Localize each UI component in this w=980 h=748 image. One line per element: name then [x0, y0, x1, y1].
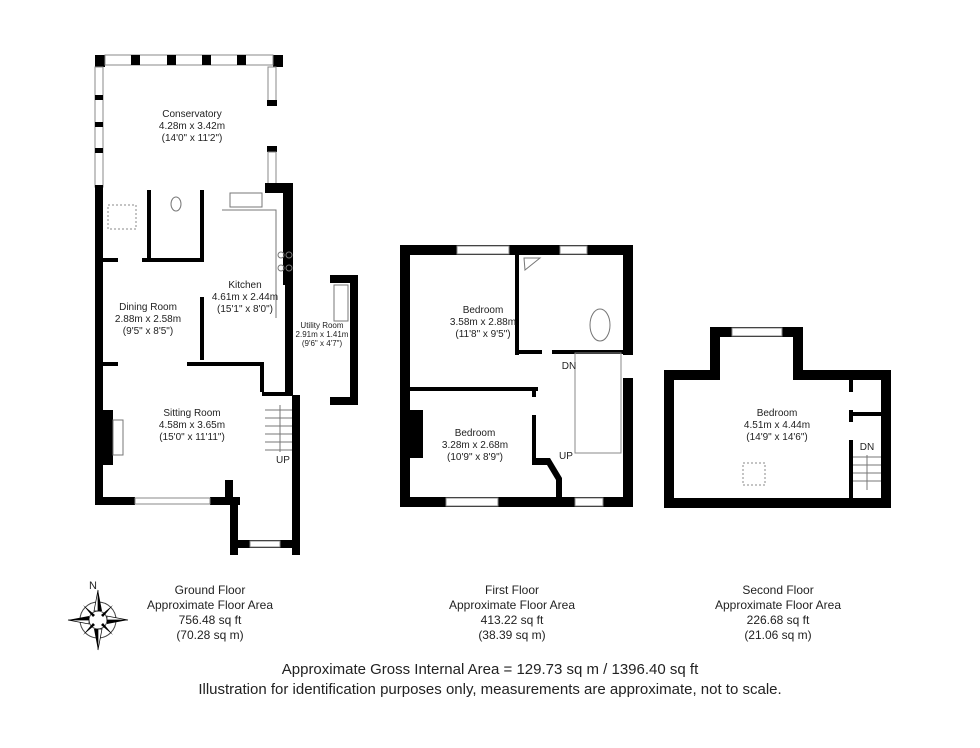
room-name: Utility Room — [300, 321, 344, 330]
room-size-imperial: (14'0" x 11'2") — [161, 133, 223, 144]
room-name: Bedroom — [454, 428, 496, 439]
room-size-imperial: (15'1" x 8'0") — [217, 304, 273, 315]
room-size-metric: 4.58m x 3.65m — [158, 420, 226, 431]
room-label-conservatory: Conservatory 4.28m x 3.42m (14'0" x 11'2… — [159, 109, 225, 145]
first-floor-walls — [400, 245, 633, 507]
room-size-metric: 2.91m x 1.41m — [295, 330, 349, 339]
room-size-imperial: (9'6" x 4'7") — [301, 339, 343, 348]
floor-title: Ground Floor — [174, 583, 246, 597]
room-size-imperial: (15'0" x 11'11") — [159, 432, 225, 443]
stair-up-label: UP — [276, 455, 290, 466]
room-label-bedroom-1: Bedroom 3.58m x 2.88m (11'8" x 9'5") — [450, 305, 516, 341]
area-sq-ft: 413.22 sq ft — [480, 613, 544, 627]
room-size-metric: 3.28m x 2.68m — [441, 440, 509, 451]
area-sq-m: (70.28 sq m) — [176, 628, 244, 642]
area-sq-m: (38.39 sq m) — [478, 628, 546, 642]
floor-title: First Floor — [485, 583, 539, 597]
room-size-metric: 4.61m x 2.44m — [211, 292, 279, 303]
room-size-imperial: (9'5" x 8'5") — [122, 326, 174, 337]
ground-floor-walls — [94, 54, 358, 555]
first-floor-area: First Floor Approximate Floor Area 413.2… — [449, 583, 575, 643]
room-label-kitchen: Kitchen 4.61m x 2.44m (15'1" x 8'0") — [212, 280, 278, 316]
area-label: Approximate Floor Area — [714, 598, 842, 612]
room-label-utility-room: Utility Room 2.91m x 1.41m (9'6" x 4'7") — [296, 321, 349, 348]
area-label: Approximate Floor Area — [146, 598, 274, 612]
ground-floor-area: Ground Floor Approximate Floor Area 756.… — [147, 583, 273, 643]
stair-down-label: DN — [561, 361, 577, 372]
room-name: Bedroom — [756, 408, 798, 419]
room-label-dining-room: Dining Room 2.88m x 2.58m (9'5" x 8'5") — [115, 302, 181, 338]
disclaimer: Illustration for identification purposes… — [198, 681, 782, 698]
floor-title: Second Floor — [742, 583, 814, 597]
room-label-bedroom-2: Bedroom 3.28m x 2.68m (10'9" x 8'9") — [442, 428, 508, 464]
room-size-metric: 4.51m x 4.44m — [743, 420, 811, 431]
area-label: Approximate Floor Area — [448, 598, 576, 612]
room-name: Dining Room — [119, 302, 177, 313]
room-name: Bedroom — [462, 305, 504, 316]
compass-north-label: N — [89, 580, 97, 592]
room-size-metric: 3.58m x 2.88m — [449, 317, 517, 328]
room-label-sitting-room: Sitting Room 4.58m x 3.65m (15'0" x 11'1… — [159, 408, 225, 444]
area-sq-m: (21.06 sq m) — [744, 628, 812, 642]
compass-rose-icon — [67, 589, 129, 651]
area-sq-ft: 756.48 sq ft — [178, 613, 242, 627]
room-size-metric: 2.88m x 2.58m — [114, 314, 182, 325]
second-floor-walls — [664, 327, 891, 508]
room-name: Sitting Room — [163, 408, 221, 419]
stair-up-label: UP — [559, 451, 573, 462]
room-size-imperial: (11'8" x 9'5") — [455, 329, 511, 340]
gross-internal-area: Approximate Gross Internal Area = 129.73… — [281, 661, 699, 678]
room-size-imperial: (10'9" x 8'9") — [447, 452, 503, 463]
room-label-bedroom-3: Bedroom 4.51m x 4.44m (14'9" x 14'6") — [744, 408, 810, 444]
room-size-metric: 4.28m x 3.42m — [158, 121, 226, 132]
room-name: Kitchen — [228, 280, 262, 291]
room-size-imperial: (14'9" x 14'6") — [746, 432, 808, 443]
room-name: Conservatory — [162, 109, 222, 120]
area-sq-ft: 226.68 sq ft — [746, 613, 810, 627]
stair-down-label: DN — [859, 442, 875, 453]
second-floor-area: Second Floor Approximate Floor Area 226.… — [715, 583, 841, 643]
